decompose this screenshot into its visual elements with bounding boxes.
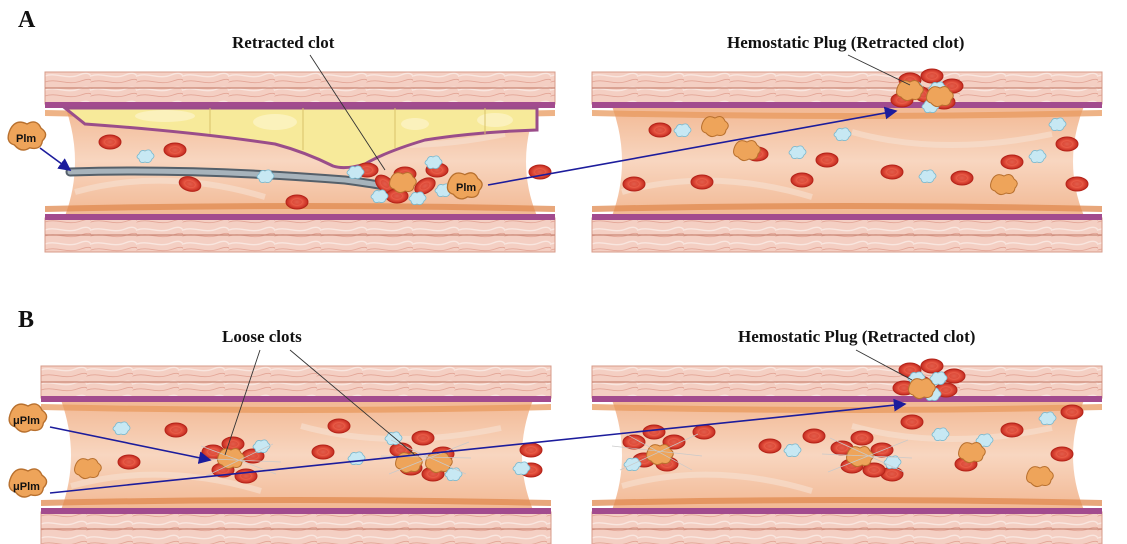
panel-letter-a: A [18, 7, 36, 33]
agent-label-plm-clot: Plm [456, 182, 476, 194]
panel-b: B [9, 307, 1102, 544]
label-retracted-clot: Retracted clot [232, 33, 335, 52]
label-hemostatic-plug-a: Hemostatic Plug (Retracted clot) [727, 33, 964, 52]
arrow-icon [40, 148, 70, 170]
label-hemostatic-plug-b: Hemostatic Plug (Retracted clot) [738, 327, 975, 346]
agent-label-plm: Plm [16, 133, 36, 145]
vessel-b-left [41, 366, 551, 544]
agent-label-uplm-top: μPlm [13, 415, 40, 427]
label-loose-clots: Loose clots [222, 327, 302, 346]
vessel-a-left [45, 72, 555, 252]
vessel-a-right [592, 69, 1102, 252]
panel-letter-b: B [18, 307, 34, 333]
agent-label-uplm-bottom: μPlm [13, 481, 40, 493]
vessel-b-right [592, 359, 1102, 544]
panel-a: A [8, 7, 1102, 252]
